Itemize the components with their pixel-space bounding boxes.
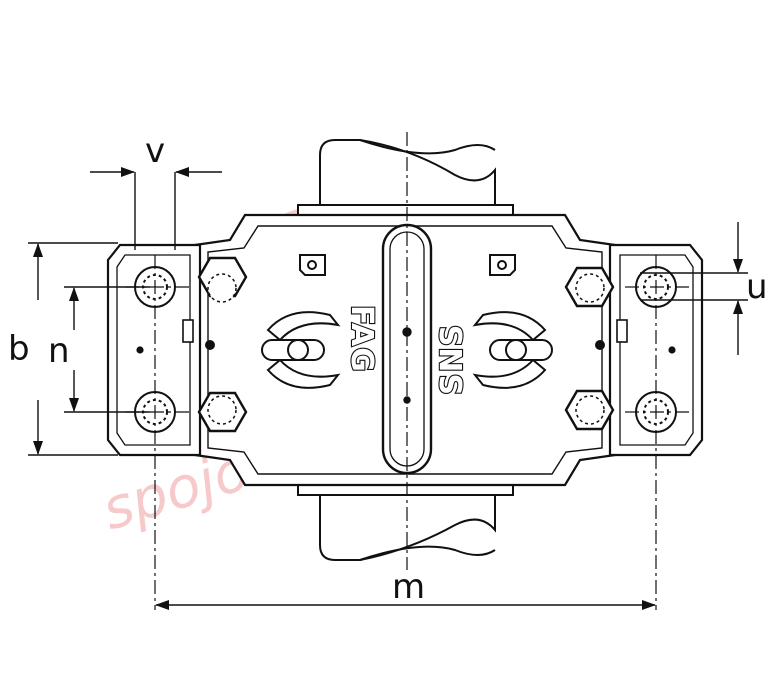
brand-fag: FAG [344, 305, 379, 373]
cap-bolt-top-right [564, 266, 615, 308]
cap-bolt-top-left [197, 256, 248, 303]
cap-lugs [205, 254, 605, 350]
left-foot [106, 243, 202, 457]
seal-bottom [297, 484, 514, 496]
dimension-label-m: m [392, 567, 425, 607]
seal-top [297, 204, 514, 216]
cap-bolts [197, 256, 615, 433]
center-strip [381, 223, 433, 475]
cap-bolt-bottom-left [197, 391, 248, 433]
shaft-top [319, 139, 496, 210]
dimension-b [28, 242, 118, 456]
brand-sns: SNS [435, 324, 470, 395]
slots [261, 311, 553, 389]
cap-bolt-bottom-right [564, 389, 615, 431]
centre-lines [125, 132, 690, 610]
dimension-u [640, 222, 748, 355]
shaft-bottom [319, 490, 496, 561]
dimension-label-n: n [48, 331, 70, 371]
dimension-label-b: b [8, 329, 30, 369]
dimension-n [64, 286, 150, 413]
dimension-v [90, 167, 222, 250]
dimension-label-u: u [746, 267, 768, 307]
dimension-label-v: v [145, 131, 165, 171]
